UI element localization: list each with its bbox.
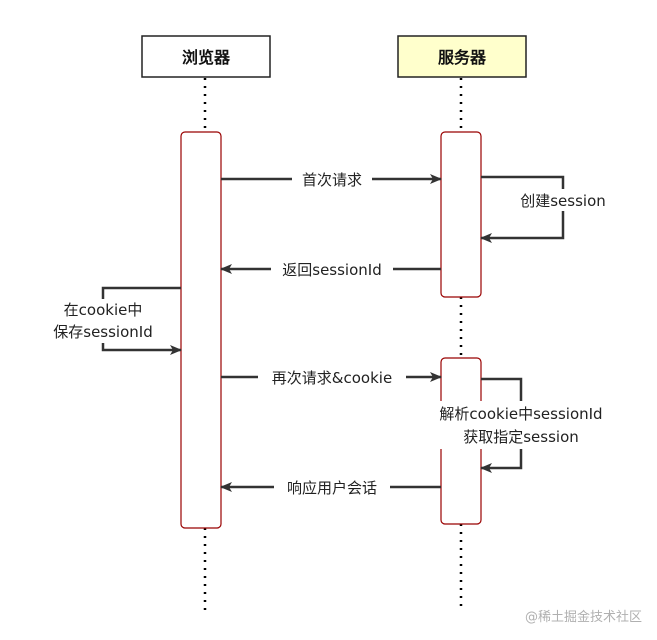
server-activation-bar-1 (440, 131, 482, 298)
server-header-box (397, 35, 527, 78)
store-cookie-label-bg (42, 299, 166, 343)
server-participant: 服务器 (397, 35, 527, 78)
return-session-label: 返回sessionId (282, 261, 381, 279)
browser-activation-bar (180, 131, 222, 529)
parse-session-label-line1: 解析cookie中sessionId (439, 405, 602, 423)
create-session-label-bg (512, 189, 616, 211)
respond-label: 响应用户会话 (287, 479, 377, 497)
second-request-label-bg (258, 366, 406, 388)
first-request-label-bg (292, 168, 372, 190)
parse-session-label-bg (424, 401, 620, 449)
watermark: @稀土掘金技术社区 (525, 609, 642, 625)
server-header-label: 服务器 (438, 48, 487, 67)
store-cookie-label-line1: 在cookie中 (64, 301, 143, 319)
first-request-label: 首次请求 (302, 171, 362, 189)
respond-label-bg (274, 476, 390, 498)
create-session-label: 创建session (520, 192, 606, 210)
browser-participant: 浏览器 (141, 35, 271, 78)
second-request-label: 再次请求&cookie (272, 369, 392, 387)
store-cookie-label-line2: 保存sessionId (53, 323, 152, 341)
browser-header-label: 浏览器 (182, 48, 231, 67)
return-session-label-bg (271, 258, 393, 280)
parse-session-label-line2: 获取指定session (463, 428, 579, 446)
browser-header-box (141, 35, 271, 78)
